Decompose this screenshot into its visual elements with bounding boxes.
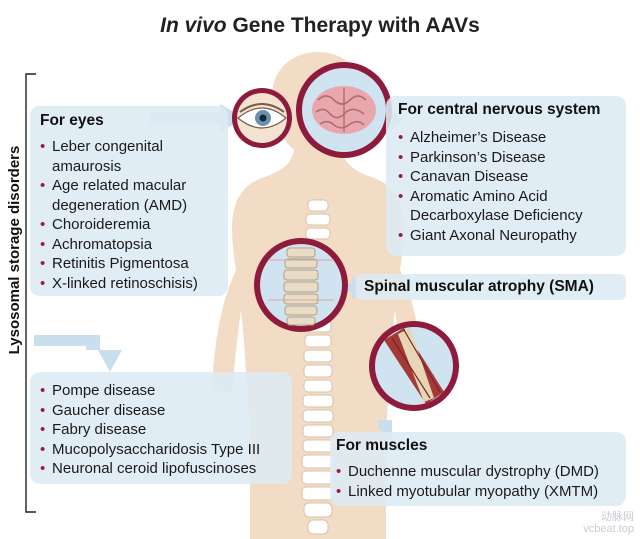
list-item: Alzheimer’s Disease [398, 128, 583, 148]
eyes-heading: For eyes [40, 112, 104, 129]
eye-icon [232, 88, 292, 148]
list-item: Achromatopsia [40, 235, 198, 255]
watermark: 动脉网 vcbeat.top [583, 511, 634, 535]
sma-panel [356, 274, 626, 300]
list-item: Giant Axonal Neuropathy [398, 226, 583, 246]
lysosomal-list: Pompe disease Gaucher disease Fabry dise… [40, 381, 260, 479]
lysosomal-bracket [25, 73, 36, 513]
spine-icon [254, 238, 348, 332]
watermark-line1: 动脉网 [601, 511, 634, 523]
list-item: degeneration (AMD) [52, 196, 188, 214]
list-item: Choroideremia [40, 215, 198, 235]
list-item: Retinitis Pigmentosa [40, 254, 198, 274]
list-item: amaurosis [52, 157, 122, 175]
muscles-list: Duchenne muscular dystrophy (DMD) Linked… [336, 462, 599, 501]
list-item: Leber congenital [40, 137, 198, 157]
list-item: Duchenne muscular dystrophy (DMD) [336, 462, 599, 482]
eyes-list: Leber congenital amaurosis Age related m… [40, 137, 198, 293]
page-title: In vivo Gene Therapy with AAVs [160, 14, 480, 37]
list-item: Parkinson’s Disease [398, 148, 583, 168]
list-item: Decarboxylase Deficiency [410, 207, 583, 224]
cns-heading: For central nervous system [398, 101, 601, 118]
muscles-heading: For muscles [336, 437, 428, 454]
list-item: Fabry disease [40, 420, 260, 440]
sma-heading: Spinal muscular atrophy (SMA) [364, 278, 594, 295]
cns-list: Alzheimer’s Disease Parkinson’s Disease … [398, 128, 583, 245]
list-item: Canavan Disease [398, 167, 583, 187]
lysosomal-side-label: Lysosomal storage disorders [6, 145, 23, 355]
muscle-icon [369, 321, 459, 411]
list-item: Neuronal ceroid lipofuscinoses [40, 459, 260, 479]
list-item: Aromatic Amino Acid [398, 187, 583, 207]
list-item: Mucopolysaccharidosis Type III [40, 440, 260, 460]
list-item: Gaucher disease [40, 401, 260, 421]
brain-icon [296, 62, 392, 158]
list-item: X-linked retinoschisis) [40, 274, 198, 294]
list-item: Linked myotubular myopathy (XMTM) [336, 482, 599, 502]
watermark-line2: vcbeat.top [583, 523, 634, 535]
list-item: Age related macular [40, 176, 198, 196]
list-item: Pompe disease [40, 381, 260, 401]
